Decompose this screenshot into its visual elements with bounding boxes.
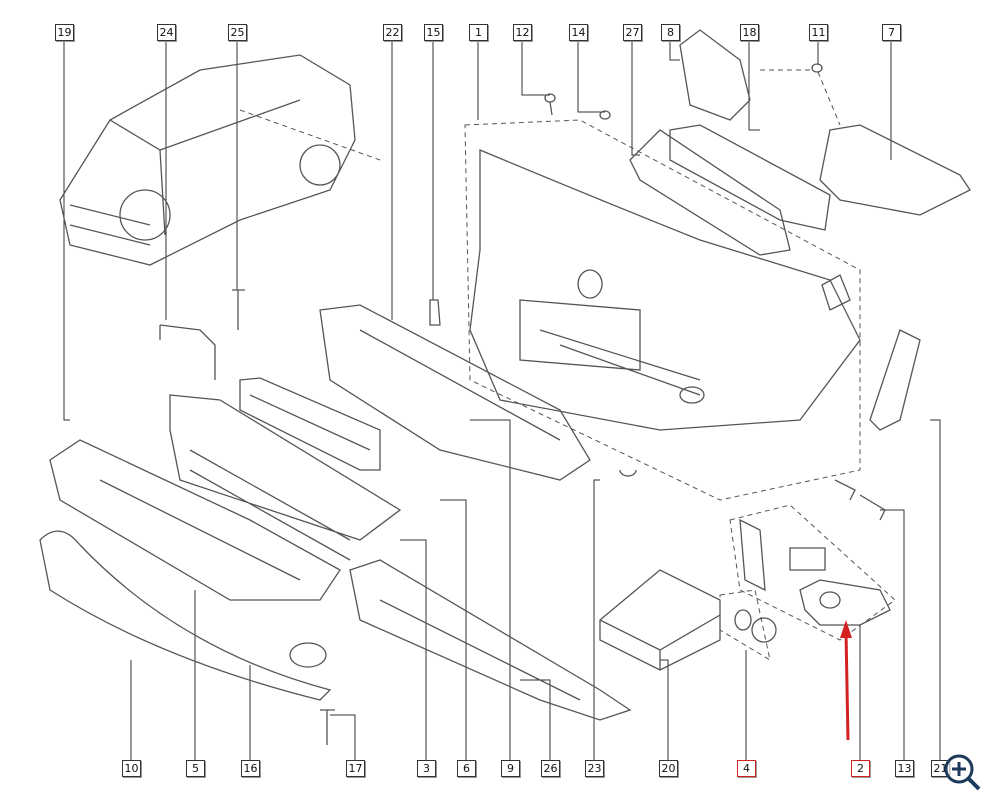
clip-16 [289,642,327,668]
leader-line-3 [400,539,427,760]
screw-14 [599,110,611,120]
rivet-25 [232,289,245,330]
callout-5[interactable]: 5 [186,760,205,777]
callout-3[interactable]: 3 [417,760,436,777]
screw-12 [544,93,556,116]
leader-line-17 [330,714,356,760]
red-arrow [840,620,852,741]
leader-line-26 [520,679,551,760]
leader-line-9 [470,419,511,760]
bumper-cover [469,149,861,431]
leader-line-21 [930,419,941,760]
callout-9[interactable]: 9 [501,760,520,777]
leader-line-18 [748,40,760,131]
callout-15[interactable]: 15 [424,24,443,41]
callout-23[interactable]: 23 [585,760,604,777]
parts [39,29,971,745]
bumper-absorber [319,304,591,481]
leader-line-19 [63,40,70,421]
callout-6[interactable]: 6 [457,760,476,777]
callout-14[interactable]: 14 [569,24,588,41]
callout-22[interactable]: 22 [383,24,402,41]
callout-10[interactable]: 10 [122,760,141,777]
callout-4[interactable]: 4 [737,760,756,777]
lower-grille [169,394,402,561]
clip-15 [429,299,441,326]
bracket-24 [159,324,216,380]
callout-11[interactable]: 11 [809,24,828,41]
callout-25[interactable]: 25 [228,24,247,41]
fog-lamp-bezel [799,579,891,626]
clips-13 [834,479,886,521]
screw-11 [811,63,823,73]
callout-18[interactable]: 18 [740,24,759,41]
callout-19[interactable]: 19 [55,24,74,41]
callout-20[interactable]: 20 [659,760,678,777]
leader-line-14 [577,40,605,113]
side-bracket-left [679,29,751,121]
wheel-arch-strip [869,329,921,431]
callout-12[interactable]: 12 [513,24,532,41]
leader-line-8 [669,40,680,61]
car-illustration [59,54,356,266]
leader-line-6 [440,499,467,760]
clip-23 [619,469,637,477]
fog-lamp-rings [734,609,777,643]
leader-line-27 [631,40,640,156]
seal-gasket [789,547,826,571]
leader-line-12 [521,40,550,96]
rivet-17 [320,709,335,745]
fog-lamp-cover-left [739,518,766,592]
grille-bar [669,124,831,231]
callout-2[interactable]: 2 [851,760,870,777]
leader-line-20 [660,659,669,760]
leader-line-23 [593,479,600,760]
callout-26[interactable]: 26 [541,760,560,777]
callout-16[interactable]: 16 [241,760,260,777]
callout-24[interactable]: 24 [157,24,176,41]
callout-13[interactable]: 13 [895,760,914,777]
lower-undertray [349,559,632,721]
callout-17[interactable]: 17 [346,760,365,777]
leader-line-13 [880,509,905,760]
side-bracket-right [819,124,971,216]
zoom-in-icon[interactable] [942,752,982,792]
undertray [49,439,341,601]
grille [239,377,381,471]
fitting-kit-box [599,569,721,671]
callout-27[interactable]: 27 [623,24,642,41]
upper-bracket [629,129,791,256]
callout-7[interactable]: 7 [882,24,901,41]
spoiler-strip [39,530,332,701]
bracket-right-small [821,274,851,311]
callout-1[interactable]: 1 [469,24,488,41]
leader-lines [63,40,941,760]
callout-8[interactable]: 8 [661,24,680,41]
grouping-dashes [239,69,896,662]
